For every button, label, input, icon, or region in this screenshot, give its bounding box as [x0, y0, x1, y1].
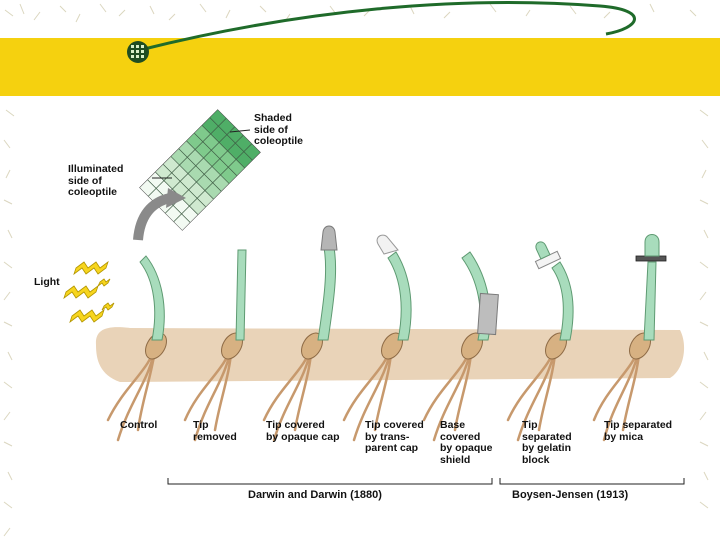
experiment-label-mica: Tip separated by mica	[604, 419, 673, 443]
header-decoration	[127, 1, 636, 63]
opaque-shield	[477, 292, 499, 336]
magnify-arrow	[133, 193, 172, 241]
gelatin-block	[534, 241, 562, 270]
title-band	[0, 38, 720, 96]
opaque-cap	[320, 225, 338, 251]
group-label-darwin: Darwin and Darwin (1880)	[248, 489, 382, 501]
transparent-cap	[376, 234, 399, 255]
stem-tip-removed	[235, 249, 247, 341]
experiment-label-transparent-cap: Tip covered by trans- parent cap	[365, 419, 424, 454]
bracket-boysen	[499, 478, 685, 485]
stem-opaque-cap	[317, 247, 337, 341]
leader-shaded	[229, 129, 251, 133]
bracket-darwin	[167, 478, 493, 485]
illuminated-side-label: Illuminated side of coleoptile	[68, 163, 124, 198]
stem-mica	[643, 261, 657, 341]
magnified-cells	[139, 109, 261, 231]
stem-control	[139, 255, 165, 341]
swoosh-line	[139, 1, 636, 52]
experiment-label-opaque-cap: Tip covered by opaque cap	[266, 419, 340, 443]
group-label-boysen: Boysen-Jensen (1913)	[512, 489, 629, 501]
light-label: Light	[34, 276, 60, 288]
experiment-label-tip-removed: Tip removed	[193, 419, 237, 443]
seeds	[145, 332, 651, 360]
shaded-side-label: Shaded side of coleoptile	[254, 112, 304, 147]
light-bolt-icons	[63, 260, 115, 324]
content-panel	[24, 96, 692, 540]
experiment-label-control: Control	[120, 419, 158, 431]
stem-transparent-cap	[387, 251, 412, 341]
mica-plate	[635, 234, 667, 262]
experiment-label-base-shield: Base covered by opaque shield	[440, 419, 493, 466]
experiment-label-gelatin: Tip separated by gelatin block	[522, 419, 572, 466]
stem-gelatin	[551, 261, 574, 341]
